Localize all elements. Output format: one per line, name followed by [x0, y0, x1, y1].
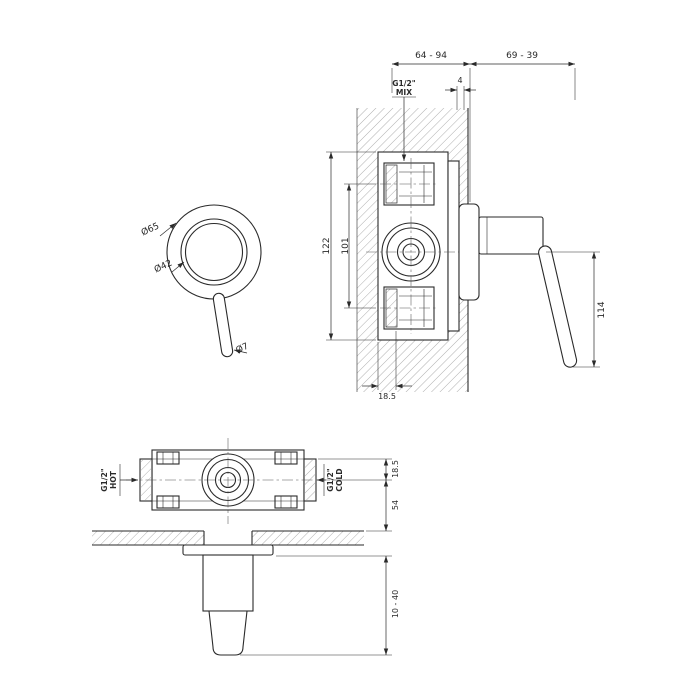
corner-bracket [156, 451, 180, 465]
dim-plate-offset-label: 4 [457, 76, 462, 85]
front-view-group: Ø65 Ø42 Ø7 [139, 204, 262, 358]
corner-bracket [274, 451, 298, 465]
hot-label-line1: G1/2" [100, 468, 109, 492]
escutcheon-plate [458, 203, 480, 301]
dim-ports-label: 101 [341, 237, 351, 254]
dia-lever-label: Ø7 [234, 341, 250, 356]
hot-label-line2: HOT [109, 470, 118, 489]
spindle-gap [204, 530, 252, 546]
dia-outer-label: Ø65 [139, 221, 160, 239]
dim-handle-range-label: 69 - 39 [506, 51, 538, 61]
front-lever [212, 292, 234, 358]
dim-depth-range-label: 64 - 94 [415, 51, 447, 61]
handle-cylinder [478, 216, 544, 255]
plan-lever [208, 610, 248, 656]
mix-label-line2: MIX [396, 88, 412, 97]
plan-handle-cylinder [202, 554, 254, 612]
dim-port-offset-label: 18.5 [391, 460, 400, 478]
mix-label-line1: G1/2" [392, 79, 416, 88]
dim-body-label: 122 [322, 237, 332, 254]
corner-bracket [156, 495, 180, 509]
leader-dia-lever [233, 349, 248, 354]
handle-circle-inner [184, 222, 244, 282]
dim-protrusion-range-label: 10 - 40 [391, 590, 400, 618]
plan-view-group: G1/2" HOT G1/2" COLD 18.5 54 10 - 40 [92, 438, 400, 656]
leader-dia-outer [159, 222, 177, 237]
dim-lever-label: 114 [597, 301, 607, 318]
dia-inner-label: Ø42 [152, 258, 173, 276]
plan-escutcheon [182, 544, 274, 556]
leader-dia-inner [171, 261, 185, 273]
side-lever [538, 245, 578, 368]
valve-flange [447, 160, 460, 332]
dim-bottom-offset-label: 18.5 [378, 392, 396, 401]
dim-wall-label: 54 [391, 500, 400, 510]
cold-label-line1: G1/2" [326, 468, 335, 492]
corner-bracket [274, 495, 298, 509]
side-view-group: 64 - 94 69 - 39 4 G1/2" MIX 122 101 114 … [322, 51, 607, 401]
handle-circle-mid [180, 218, 248, 286]
